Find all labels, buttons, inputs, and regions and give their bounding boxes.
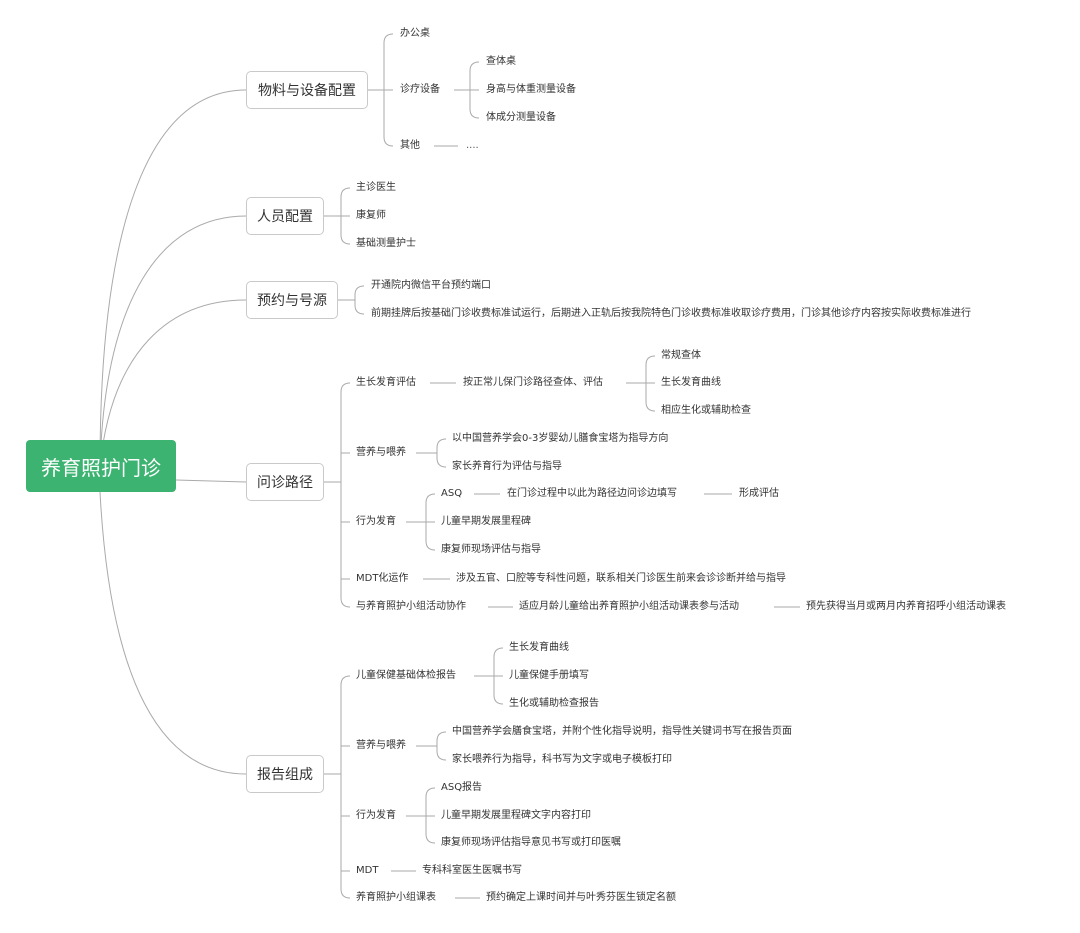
node-report-behavior[interactable]: 行为发育 <box>356 810 396 821</box>
node-parent-guidance[interactable]: 家长喂养行为指导，科书写为文字或电子模板打印 <box>452 754 672 765</box>
node-report-group-detail[interactable]: 预约确定上课时间并与叶秀芬医生锁定名额 <box>486 892 676 903</box>
node-handbook[interactable]: 儿童保健手册填写 <box>509 670 589 681</box>
node-desk[interactable]: 办公桌 <box>400 28 430 39</box>
node-biochem-report[interactable]: 生化或辅助检查报告 <box>509 698 599 709</box>
node-therapist-advice[interactable]: 康复师现场评估指导意见书写或打印医嘱 <box>441 837 621 848</box>
node-basic-report[interactable]: 儿童保健基础体检报告 <box>356 670 456 681</box>
node-growth-path[interactable]: 按正常儿保门诊路径查体、评估 <box>463 377 603 388</box>
branch-materials[interactable]: 物料与设备配置 <box>246 71 368 109</box>
node-mdt-detail[interactable]: 涉及五官、口腔等专科性问题，联系相关门诊医生前来会诊诊断并给与指导 <box>456 573 786 584</box>
node-report-mdt[interactable]: MDT <box>356 865 379 876</box>
node-diagnosis-equipment[interactable]: 诊疗设备 <box>400 84 440 95</box>
node-therapist-eval[interactable]: 康复师现场评估与指导 <box>441 544 541 555</box>
branch-report[interactable]: 报告组成 <box>246 755 324 793</box>
node-asq[interactable]: ASQ <box>441 488 463 499</box>
node-mdt[interactable]: MDT化运作 <box>356 573 409 584</box>
node-milestones[interactable]: 儿童早期发展里程碑 <box>441 516 531 527</box>
node-growth-eval[interactable]: 生长发育评估 <box>356 377 416 388</box>
node-other-value[interactable]: .... <box>466 140 479 151</box>
node-nutrition[interactable]: 营养与喂养 <box>356 447 406 458</box>
node-parent-behavior[interactable]: 家长养育行为评估与指导 <box>452 461 562 472</box>
node-asq-report[interactable]: ASQ报告 <box>441 782 483 793</box>
root-topic[interactable]: 养育照护门诊 <box>26 440 176 492</box>
node-report-group-schedule[interactable]: 养育照护小组课表 <box>356 892 436 903</box>
node-height-weight[interactable]: 身高与体重测量设备 <box>486 84 576 95</box>
node-report-nutrition[interactable]: 营养与喂养 <box>356 740 406 751</box>
node-group-booking[interactable]: 预先获得当月或两月内养育招呼小组活动课表 <box>806 601 1006 612</box>
node-behavior-dev[interactable]: 行为发育 <box>356 516 396 527</box>
node-group-collab[interactable]: 与养育照护小组活动协作 <box>356 601 466 612</box>
node-routine-exam[interactable]: 常规查体 <box>661 350 701 361</box>
branch-staff[interactable]: 人员配置 <box>246 197 324 235</box>
node-other[interactable]: 其他 <box>400 140 420 151</box>
node-group-schedule[interactable]: 适应月龄儿童给出养育照护小组活动课表参与活动 <box>519 601 739 612</box>
node-therapist[interactable]: 康复师 <box>356 210 386 221</box>
node-formative-eval[interactable]: 形成评估 <box>739 488 779 499</box>
node-wechat-booking[interactable]: 开通院内微信平台预约端口 <box>371 280 491 291</box>
node-body-composition[interactable]: 体成分测量设备 <box>486 112 556 123</box>
node-biochem[interactable]: 相应生化或辅助检查 <box>661 405 751 416</box>
node-pagoda-report[interactable]: 中国营养学会膳食宝塔，并附个性化指导说明，指导性关键词书写在报告页面 <box>452 726 792 737</box>
node-report-mdt-detail[interactable]: 专科科室医生医嘱书写 <box>422 865 522 876</box>
node-nutrition-pagoda[interactable]: 以中国营养学会0-3岁婴幼儿膳食宝塔为指导方向 <box>452 433 669 444</box>
node-nurse[interactable]: 基础测量护士 <box>356 238 416 249</box>
node-report-growth-curve[interactable]: 生长发育曲线 <box>509 642 569 653</box>
branch-booking[interactable]: 预约与号源 <box>246 281 338 319</box>
node-exam-table[interactable]: 查体桌 <box>486 56 516 67</box>
node-asq-fill[interactable]: 在门诊过程中以此为路径边问诊边填写 <box>507 488 677 499</box>
node-fee-policy[interactable]: 前期挂牌后按基础门诊收费标准试运行，后期进入正轨后按我院特色门诊收费标准收取诊疗… <box>371 308 971 319</box>
node-doctor[interactable]: 主诊医生 <box>356 182 396 193</box>
node-milestone-print[interactable]: 儿童早期发展里程碑文字内容打印 <box>441 810 591 821</box>
branch-pathway[interactable]: 问诊路径 <box>246 463 324 501</box>
node-growth-curve[interactable]: 生长发育曲线 <box>661 377 721 388</box>
